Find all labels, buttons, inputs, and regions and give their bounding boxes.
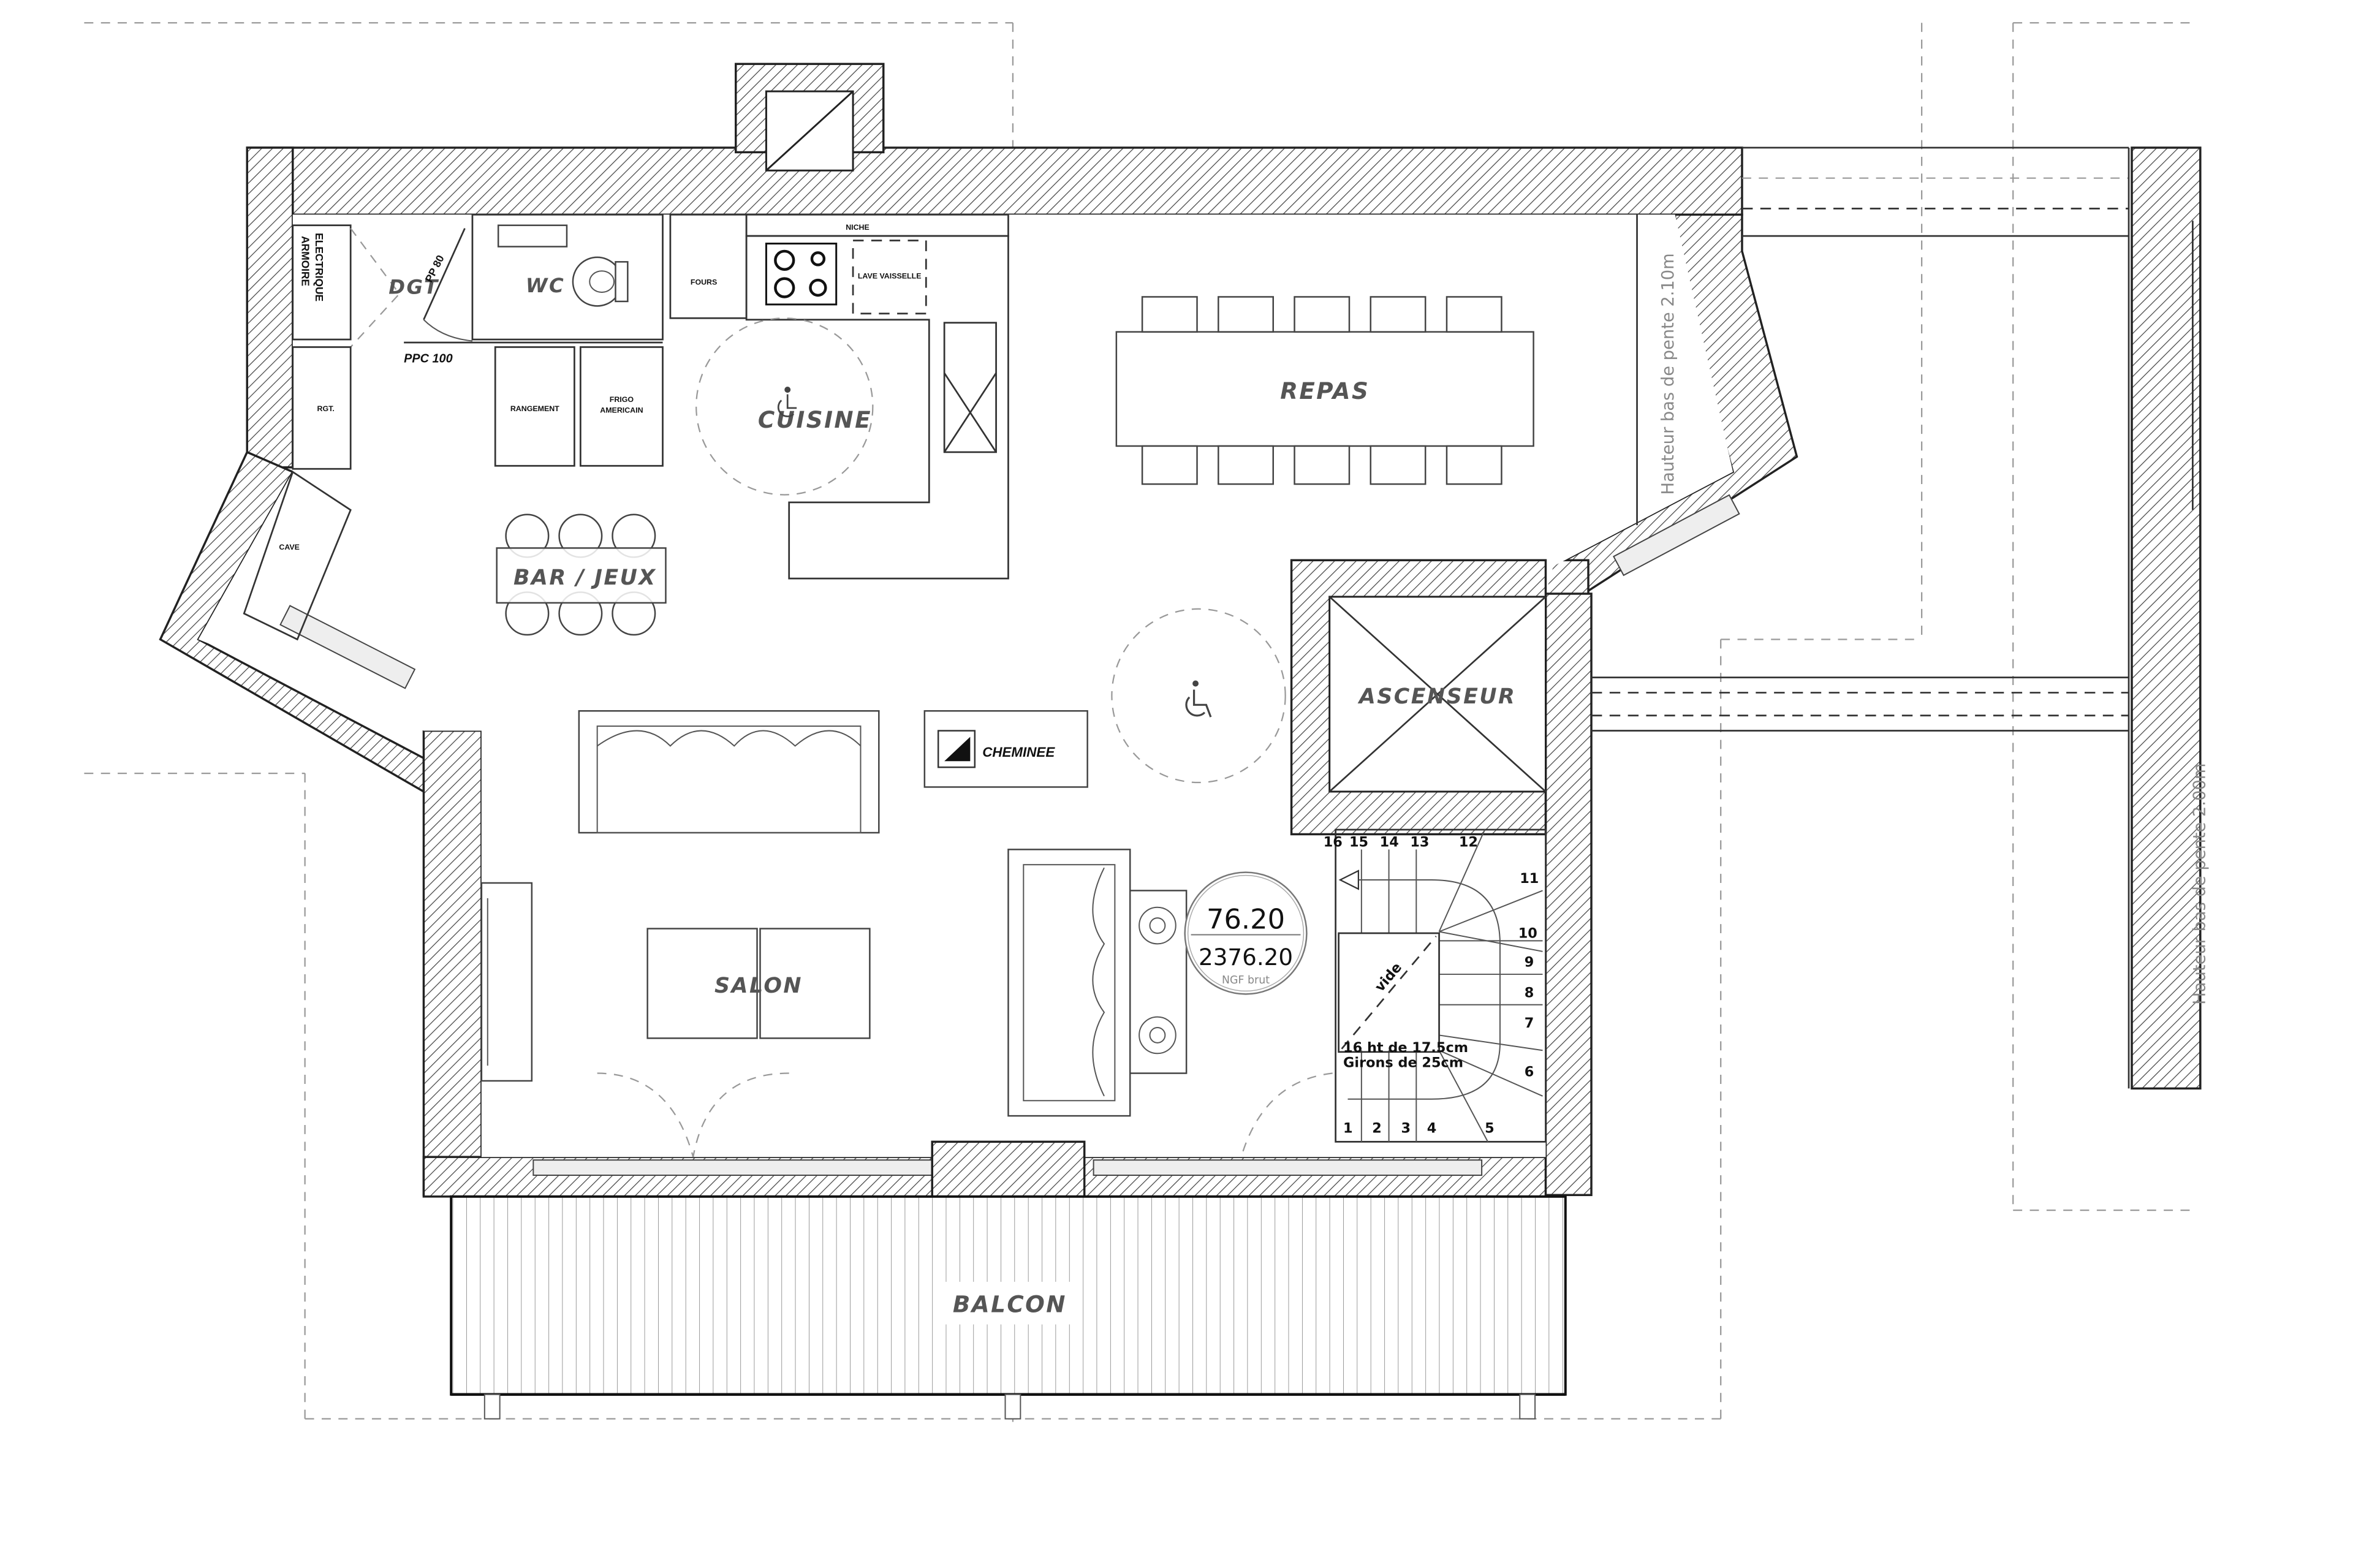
fixture-label-armoire: ARMOIRE <box>300 236 312 286</box>
level-absolute: 2376.20 <box>1199 944 1293 971</box>
stair-step-number: 13 <box>1410 834 1429 850</box>
room-label-ascenseur: ASCENSEUR <box>1357 684 1516 709</box>
fireplace-icon <box>937 730 976 768</box>
roof-structure-right: Hauteur bas de pente 2.10m Hauteur bas d… <box>1591 146 2209 1090</box>
fixture-label-electrique: ELECTRIQUE <box>313 233 325 301</box>
room-label-cuisine: CUISINE <box>758 406 872 433</box>
bar-area: BAR / JEUX <box>496 513 667 636</box>
slope-height-note-left: Hauteur bas de pente 2.10m <box>1659 253 1678 494</box>
fixture-label-rangement: RANGEMENT <box>510 404 559 413</box>
balcony: BALCON <box>450 1195 1567 1420</box>
living-area: CHEMINEE SALON <box>480 710 1333 1157</box>
cooktop-icon <box>765 243 838 306</box>
wheelchair-accessibility-icon <box>777 387 797 417</box>
fixture-label-lave-vaisselle: LAVE VAISSELLE <box>858 272 922 281</box>
stair-step-number: 10 <box>1518 925 1537 941</box>
stair-step-number: 16 <box>1324 834 1343 850</box>
fixture-label-cheminee: CHEMINEE <box>982 744 1055 760</box>
stair-step-number: 12 <box>1459 834 1478 850</box>
room-label-repas: REPAS <box>1280 377 1370 404</box>
kitchen-area: RANGEMENT FRIGO AMERICAIN FOURS NICHE LA… <box>494 213 1009 580</box>
dining-chairs <box>1141 296 1502 485</box>
stair-spec-treads: Girons de 25cm <box>1343 1055 1463 1071</box>
stair-step-number: 11 <box>1520 871 1539 887</box>
room-label-bar-jeux: BAR / JEUX <box>513 566 657 590</box>
stair-step-number: 9 <box>1525 955 1534 971</box>
room-label-dgt: DGT <box>388 276 439 299</box>
fixture-label-niche: NICHE <box>846 223 870 232</box>
level-relative: 76.20 <box>1207 903 1285 936</box>
fixture-label-americain: AMERICAIN <box>600 406 643 414</box>
toilet-icon <box>572 256 629 307</box>
accessibility-turning-circles <box>777 387 1286 784</box>
level-reference: NGF brut <box>1222 974 1270 987</box>
storage-label-cave: CAVE <box>279 543 300 551</box>
stair-step-number: 14 <box>1380 834 1399 850</box>
stair-spec-risers: 16 ht de 17.5cm <box>1343 1040 1468 1056</box>
room-label-balcon: BALCON <box>953 1291 1067 1318</box>
stair-step-number: 3 <box>1401 1120 1411 1136</box>
fixture-label-frigo: FRIGO <box>610 395 634 404</box>
stair-step-number: 1 <box>1343 1120 1353 1136</box>
stair-step-number: 8 <box>1525 985 1534 1001</box>
stair-step-number: 15 <box>1349 834 1368 850</box>
dining-area: REPAS <box>1115 296 1534 485</box>
windows <box>279 494 1740 1198</box>
stair-step-number: 4 <box>1427 1120 1437 1136</box>
wheelchair-accessibility-icon <box>1185 680 1212 718</box>
level-marker: 76.20 2376.20 NGF brut <box>1184 871 1308 995</box>
stair-step-number: 2 <box>1372 1120 1382 1136</box>
fixture-label-fours: FOURS <box>691 278 717 287</box>
storage-label-rgt: RGT. <box>317 404 335 413</box>
stair-step-number: 6 <box>1525 1064 1534 1080</box>
stair-step-number: 7 <box>1525 1015 1534 1031</box>
door-label-ppc100: PPC 100 <box>404 352 453 365</box>
room-label-salon: SALON <box>714 974 803 998</box>
stair-step-number: 5 <box>1485 1120 1495 1136</box>
slope-height-note-right: Hauteur bas de pente 2.00m <box>2190 763 2209 1005</box>
room-label-wc: WC <box>526 274 565 297</box>
